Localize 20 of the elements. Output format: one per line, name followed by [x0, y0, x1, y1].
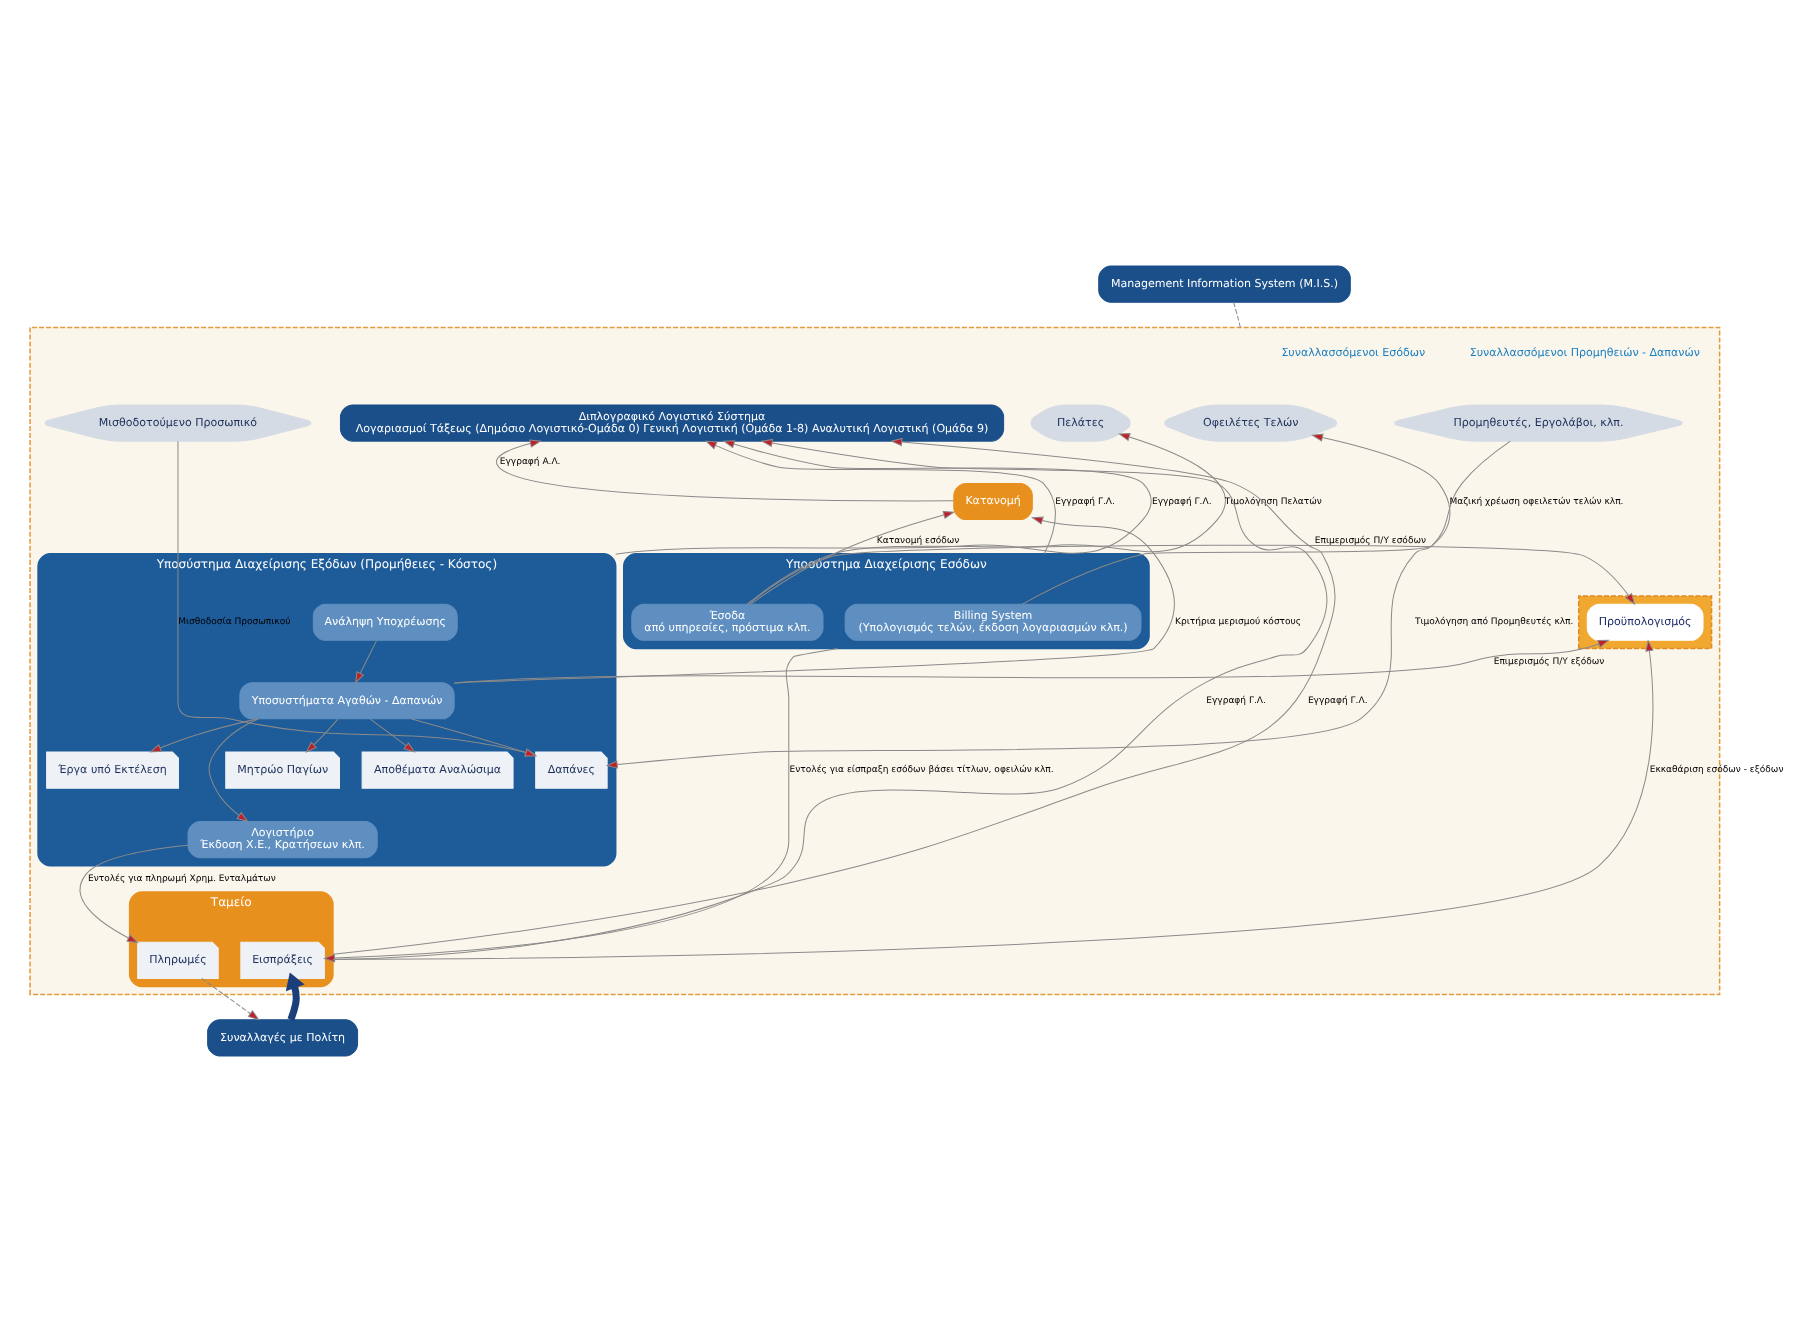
arrow	[354, 640, 378, 684]
arrow	[746, 433, 1226, 605]
arrow	[615, 440, 1152, 555]
arrow	[704, 440, 1056, 555]
arrow	[285, 972, 305, 1021]
arrow	[369, 718, 416, 753]
arrow	[208, 718, 259, 823]
arrow	[305, 718, 339, 753]
arrow	[496, 439, 955, 502]
arrow	[750, 510, 956, 605]
arrow	[453, 639, 1610, 684]
arrow	[201, 978, 260, 1021]
arrow	[1021, 433, 1451, 605]
arrow	[79, 844, 189, 944]
connector	[1233, 301, 1241, 328]
arrow	[322, 647, 839, 963]
arrow	[605, 440, 1511, 769]
arrow	[748, 544, 1636, 606]
arrow	[453, 516, 1175, 684]
arrow	[149, 718, 258, 753]
